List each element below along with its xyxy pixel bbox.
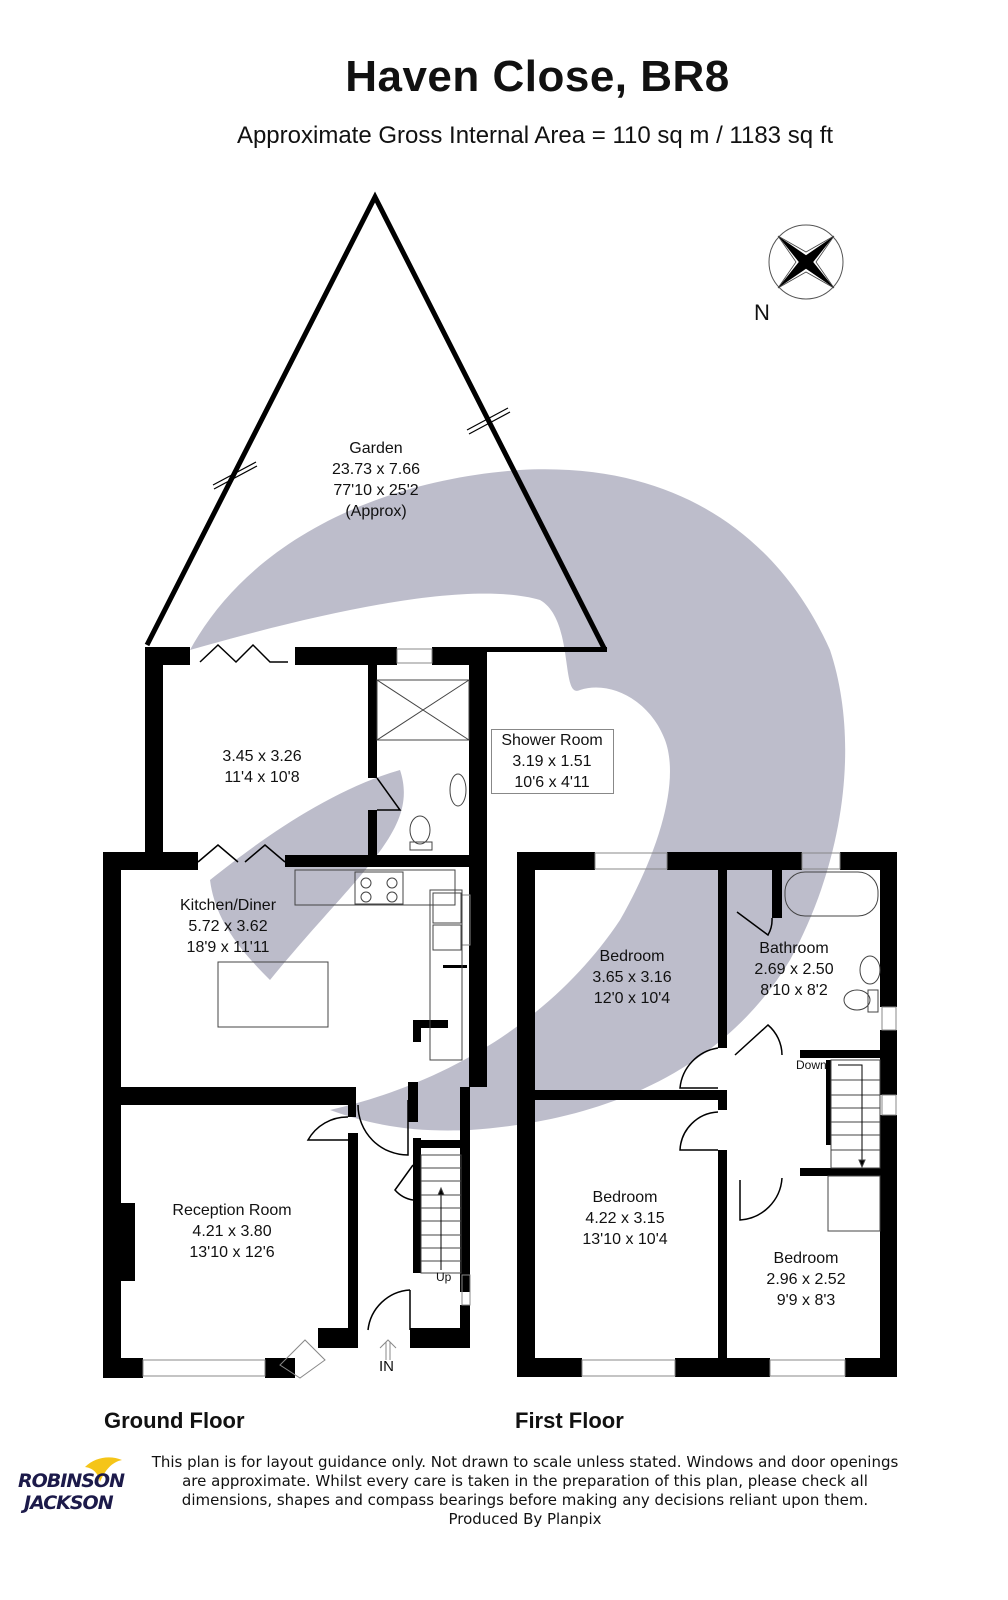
room-metric: 2.69 x 2.50 [754,961,834,978]
room-metric: 3.45 x 3.26 [222,748,302,765]
room-metric: 3.65 x 3.16 [592,969,672,986]
room-name: Reception Room [172,1202,292,1219]
ground-floor-stairs [420,1154,462,1274]
room-imperial: 13'10 x 12'6 [189,1244,275,1261]
ground-floor-windows [142,648,471,1379]
room-name: Bathroom [759,940,829,957]
room-label-bedroom-2: Bedroom 4.22 x 3.15 13'10 x 10'4 [582,1187,667,1250]
room-note: (Approx) [345,503,407,520]
first-floor-stairs [827,1059,881,1232]
room-name: Bedroom [592,1189,658,1206]
room-name: Bedroom [599,948,665,965]
room-label-reception-room: Reception Room 4.21 x 3.80 13'10 x 12'6 [172,1200,291,1263]
stairs-down-label: Down [796,1058,827,1072]
room-imperial: 9'9 x 8'3 [776,1292,836,1309]
room-label-bedroom-1: Bedroom 3.65 x 3.16 12'0 x 10'4 [592,946,671,1009]
first-floor-fixtures [784,871,881,1232]
ground-floor-doors [197,643,414,1331]
room-name: Bedroom [773,1250,839,1267]
room-metric: 3.19 x 1.51 [512,753,592,770]
room-metric: 4.21 x 3.80 [192,1223,272,1240]
room-metric: 5.72 x 3.62 [188,918,268,935]
room-name: Kitchen/Diner [179,897,277,914]
room-label-kitchen-diner: Kitchen/Diner 5.72 x 3.62 18'9 x 11'11 [180,895,276,958]
producer-credit: Produced By Planpix [448,1510,602,1528]
stairs-up-label: Up [436,1270,452,1284]
compass-rose-icon [768,224,844,300]
agency-logo: ROBINSON JACKSON [18,1470,128,1514]
room-imperial: 77'10 x 25'2 [333,482,419,499]
page-title: Haven Close, BR8 [345,52,730,101]
first-floor-label: First Floor [515,1408,624,1433]
shower-room-label-box [491,729,614,794]
disclaimer-line: are approximate. Whilst every care is ta… [182,1472,868,1490]
room-imperial: 13'10 x 10'4 [582,1231,668,1248]
watermark-logo [190,469,846,1131]
room-label-extension: 3.45 x 3.26 11'4 x 10'8 [222,746,301,788]
compass-north-label: N [754,300,770,325]
entrance-arrow-icon [379,1339,397,1360]
room-label-bedroom-3: Bedroom 2.96 x 2.52 9'9 x 8'3 [766,1248,845,1311]
room-imperial: 11'4 x 10'8 [224,769,300,786]
ground-floor-label: Ground Floor [104,1408,245,1433]
first-floor-doors [679,911,783,1221]
room-imperial: 12'0 x 10'4 [593,990,671,1007]
room-name: Shower Room [501,732,603,749]
room-metric: 4.22 x 3.15 [585,1210,665,1227]
logo-line-2: JACKSON [24,1492,114,1514]
room-imperial: 10'6 x 4'11 [514,774,590,791]
room-imperial: 8'10 x 8'2 [760,982,828,999]
disclaimer-line: This plan is for layout guidance only. N… [151,1453,899,1471]
ground-floor-walls [103,647,607,1378]
ground-floor-fixtures [217,679,470,1360]
room-name: Garden [349,440,403,457]
room-label-garden: Garden 23.73 x 7.66 77'10 x 25'2 (Approx… [332,438,420,522]
room-imperial: 18'9 x 11'11 [186,939,270,956]
first-floor-walls [517,852,897,1377]
first-floor-windows [581,852,897,1377]
garden-outline [144,191,608,652]
logo-swoosh-icon [85,1457,122,1482]
room-label-bathroom: Bathroom 2.69 x 2.50 8'10 x 8'2 [754,938,833,1001]
gross-area-subtitle: Approximate Gross Internal Area = 110 sq… [236,122,834,149]
disclaimer: This plan is for layout guidance only. N… [140,1453,910,1529]
logo-line-1: ROBINSON [18,1470,125,1492]
room-metric: 23.73 x 7.66 [331,461,421,478]
disclaimer-line: dimensions, shapes and compass bearings … [181,1491,869,1509]
room-label-shower-room: Shower Room 3.19 x 1.51 10'6 x 4'11 [501,730,602,793]
entrance-label: IN [379,1358,394,1375]
room-metric: 2.96 x 2.52 [766,1271,846,1288]
